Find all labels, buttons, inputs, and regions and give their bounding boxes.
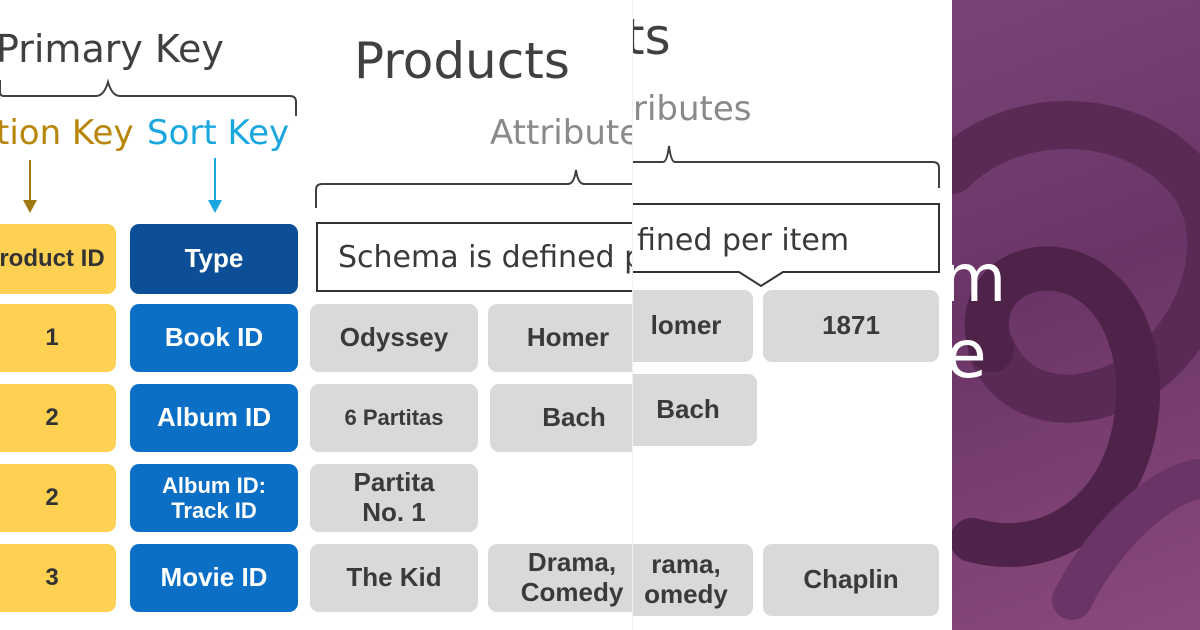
attr-value: lomer bbox=[650, 310, 722, 341]
brand-text-line1: m bbox=[952, 240, 1007, 317]
table-row-pk: 2 bbox=[0, 384, 116, 452]
table-row-attr: lomer bbox=[633, 290, 753, 362]
table-row-attr: Bach bbox=[490, 384, 632, 452]
table-row-attr: Chaplin bbox=[763, 544, 939, 616]
table-row-pk: 1 bbox=[0, 304, 116, 372]
table-row-attr: Partita No. 1 bbox=[310, 464, 478, 532]
attr-value: Bach bbox=[542, 402, 606, 433]
attr-value: 6 Partitas bbox=[344, 405, 444, 431]
partition-key-label: tion Key bbox=[0, 113, 134, 153]
table-row-pk: 3 bbox=[0, 544, 116, 612]
attr-value: 1871 bbox=[822, 310, 880, 341]
table-row-attr: 6 Partitas bbox=[310, 384, 478, 452]
left-panel: Primary Key tion Key Sort Key Products A… bbox=[0, 27, 632, 612]
pk-value: 2 bbox=[45, 404, 59, 432]
table-row-sk: Movie ID bbox=[130, 544, 298, 612]
schema-note-fragment: fined per item bbox=[637, 223, 850, 258]
products-title: Products bbox=[354, 32, 570, 90]
table-row-attr: 1871 bbox=[763, 290, 939, 362]
table-row-pk: 2 bbox=[0, 464, 116, 532]
sk-value: Album ID bbox=[156, 402, 272, 433]
attr-value: Drama, Comedy bbox=[520, 547, 624, 607]
table-row-attr: rama, omedy bbox=[633, 544, 753, 616]
table-row-attr: Drama, Comedy bbox=[488, 544, 632, 612]
sk-value: Movie ID bbox=[160, 562, 268, 593]
table-row-attr: The Kid bbox=[310, 544, 478, 612]
sort-key-label: Sort Key bbox=[147, 113, 290, 153]
table-row-sk: Book ID bbox=[130, 304, 298, 372]
attributes-label-fragment: ributes bbox=[633, 89, 752, 129]
attr-value: Partita No. 1 bbox=[353, 467, 435, 527]
partition-key-header: roduct ID bbox=[0, 224, 116, 294]
attributes-brace bbox=[633, 145, 940, 288]
sk-value: Book ID bbox=[164, 322, 264, 353]
pk-value: 3 bbox=[45, 564, 59, 592]
brand-panel: m e bbox=[952, 0, 1200, 630]
sk-value: Album ID: Track ID bbox=[162, 472, 266, 523]
table-row-attr: Odyssey bbox=[310, 304, 478, 372]
table-row-attr: Bach bbox=[633, 374, 757, 446]
attr-value: Odyssey bbox=[339, 322, 449, 353]
attr-value: Homer bbox=[526, 322, 610, 353]
primary-key-label: Primary Key bbox=[0, 27, 224, 71]
table-row-sk: Album ID: Track ID bbox=[130, 464, 298, 532]
attributes-label: Attribute bbox=[490, 113, 632, 153]
pk-value: 1 bbox=[45, 324, 59, 352]
middle-panel: ts ributes fined per item lomer 1871 Bac… bbox=[632, 0, 953, 630]
table-row-attr: Homer bbox=[488, 304, 632, 372]
pk-value: 2 bbox=[45, 484, 59, 512]
sort-key-header: Type bbox=[130, 224, 298, 294]
attr-value: rama, omedy bbox=[644, 549, 728, 609]
brand-text-line2: e bbox=[952, 316, 987, 393]
attr-value: Chaplin bbox=[803, 564, 899, 595]
products-title-fragment: ts bbox=[633, 8, 671, 66]
schema-note-text: Schema is defined p bbox=[338, 239, 632, 275]
attr-value: Bach bbox=[656, 394, 720, 425]
brand-ribbon-graphic bbox=[952, 101, 1200, 620]
table-row-sk: Album ID bbox=[130, 384, 298, 452]
schema-note-box: Schema is defined p bbox=[316, 222, 632, 292]
primary-key-brace bbox=[0, 78, 632, 213]
sort-key-header-text: Type bbox=[184, 243, 244, 274]
partition-key-header-text: roduct ID bbox=[0, 245, 105, 273]
attr-value: The Kid bbox=[346, 562, 442, 593]
